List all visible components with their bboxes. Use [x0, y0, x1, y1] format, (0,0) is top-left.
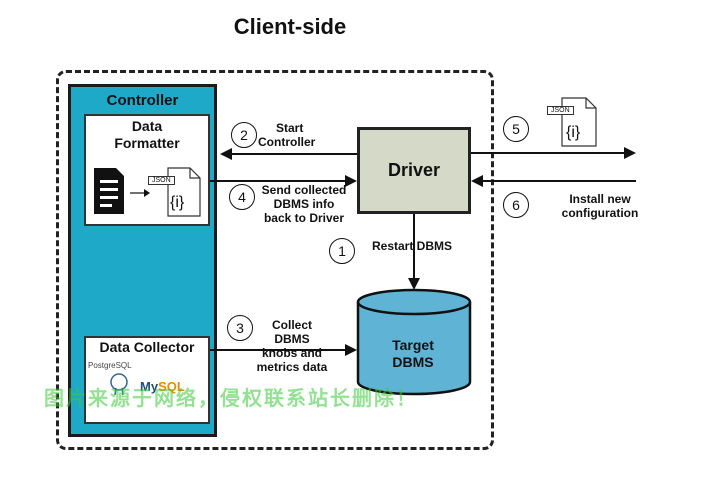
- step-6-line2: configuration: [561, 206, 639, 220]
- data-formatter-label: Data Formatter: [114, 118, 180, 151]
- step-3-line3: knobs and: [261, 346, 322, 360]
- step-3-line1: Collect: [271, 318, 312, 332]
- step-3-circle: 3: [227, 315, 253, 341]
- target-dbms-label-line2: DBMS: [392, 354, 434, 370]
- json-tag: JSON: [148, 176, 175, 185]
- mysql-logo-sql: SQL: [158, 379, 185, 394]
- json-glyph: {i}: [170, 194, 185, 211]
- client-side-boundary: [56, 70, 494, 450]
- output-json-glyph: {i}: [566, 124, 581, 141]
- step-6-line1: Install new: [569, 192, 631, 206]
- controller-label: Controller: [106, 92, 179, 109]
- mysql-logo-my: My: [140, 379, 159, 394]
- step-4-line2: DBMS info: [273, 197, 335, 211]
- step-2-line2: Controller: [258, 135, 316, 149]
- step-4-line1: Send collected: [261, 183, 347, 197]
- output-json-tag: JSON: [547, 106, 574, 115]
- step-4-label: Send collected DBMS info back to Driver: [257, 183, 351, 225]
- driver-label: Driver: [387, 160, 441, 180]
- document-icon: [94, 168, 124, 214]
- diagram-title: Client-side: [233, 14, 347, 39]
- postgresql-logo: PostgreSQL: [88, 361, 132, 370]
- step-3-line4: metrics data: [256, 360, 328, 374]
- step-6-circle: 6: [503, 192, 529, 218]
- json-file-icon: [167, 167, 201, 217]
- step-1-label: Restart DBMS: [372, 239, 453, 253]
- mysql-logo: MySQL: [140, 379, 185, 394]
- step-2-circle: 2: [231, 122, 257, 148]
- target-dbms-label: Target DBMS: [358, 337, 468, 371]
- driver-box: [357, 127, 471, 214]
- step-4-line3: back to Driver: [263, 211, 345, 225]
- data-collector-label: Data Collector: [99, 339, 195, 355]
- step-6-label: Install new configuration: [552, 192, 648, 220]
- step-1-circle: 1: [329, 238, 355, 264]
- postgresql-elephant-icon: [110, 373, 128, 396]
- watermark-text: 图片来源于网络，侵权联系站长删除！: [44, 388, 418, 410]
- format-arrow: [130, 189, 150, 197]
- step-4-circle: 4: [229, 184, 255, 210]
- step-3-label: Collect DBMS knobs and metrics data: [256, 318, 328, 374]
- step-2-line1: Start: [276, 121, 304, 135]
- target-dbms-label-line1: Target: [392, 337, 434, 353]
- step-3-line2: DBMS: [274, 332, 310, 346]
- data-collector-box: [84, 336, 210, 424]
- step-2-label: Start Controller: [258, 121, 315, 149]
- step-5-circle: 5: [503, 116, 529, 142]
